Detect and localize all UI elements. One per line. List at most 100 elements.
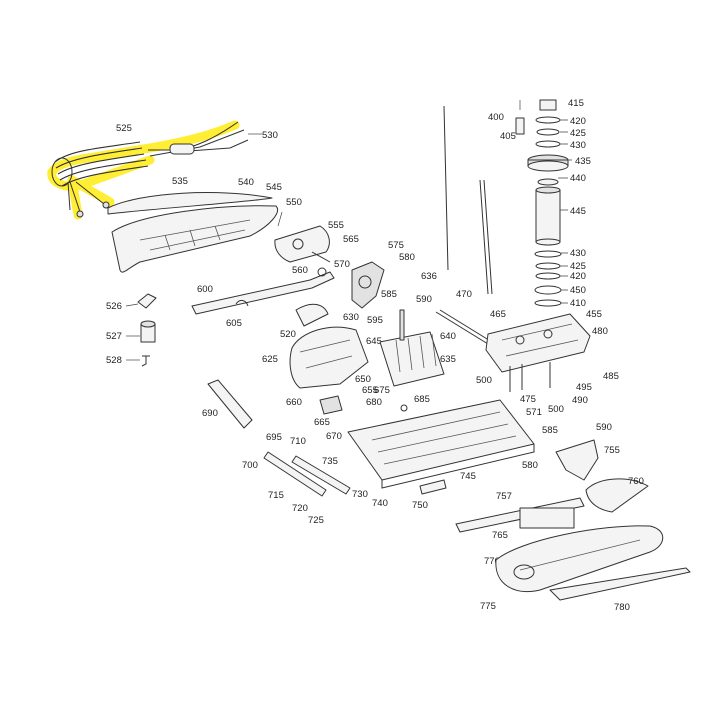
callout-760: 760	[628, 476, 644, 487]
part-420-washer[interactable]	[535, 116, 561, 124]
callout-750: 750	[412, 500, 428, 511]
callout-430: 430	[570, 140, 586, 151]
callout-655: 655	[362, 385, 378, 396]
callout-590: 590	[416, 294, 432, 305]
callout-745: 745	[460, 471, 476, 482]
callout-420: 420	[570, 116, 586, 127]
part-740-base-plate[interactable]	[347, 399, 535, 489]
callout-585b: 585	[542, 425, 558, 436]
callout-528: 528	[106, 355, 122, 366]
part-445-column-tube[interactable]	[535, 186, 561, 246]
callout-425: 425	[570, 128, 586, 139]
part-435-bearing[interactable]	[527, 154, 569, 172]
callout-535: 535	[172, 176, 188, 187]
part-430b-washer[interactable]	[534, 250, 562, 258]
callout-585: 585	[381, 289, 397, 300]
callout-765: 765	[492, 530, 508, 541]
part-775-base-cover[interactable]	[495, 525, 664, 592]
part-580-mount-bracket[interactable]	[555, 439, 599, 481]
part-455-gear-housing[interactable]	[485, 313, 591, 373]
part-545-lower-housing[interactable]	[111, 205, 278, 273]
callout-595: 595	[367, 315, 383, 326]
callout-540: 540	[238, 177, 254, 188]
callout-555: 555	[328, 220, 344, 231]
callout-430b: 430	[570, 248, 586, 259]
part-405-pin[interactable]	[515, 117, 525, 135]
callout-740: 740	[372, 498, 388, 509]
part-635-control-board[interactable]	[379, 309, 445, 387]
callout-636: 636	[421, 271, 437, 282]
callout-780: 780	[614, 602, 630, 613]
callout-420b: 420	[570, 271, 586, 282]
callout-730: 730	[352, 489, 368, 500]
callout-445: 445	[570, 206, 586, 217]
part-660-switch[interactable]	[319, 395, 343, 415]
part-710-link[interactable]	[263, 451, 351, 497]
callout-600: 600	[197, 284, 213, 295]
part-600-steering-rod[interactable]	[191, 267, 335, 315]
callout-605: 605	[226, 318, 242, 329]
part-760-end-cap[interactable]	[585, 478, 649, 513]
callout-415: 415	[568, 98, 584, 109]
part-520-cover[interactable]	[295, 303, 329, 327]
part-526-sleeve[interactable]	[137, 293, 157, 309]
callout-770: 770	[484, 556, 500, 567]
callout-630: 630	[343, 312, 359, 323]
callout-735: 735	[322, 456, 338, 467]
callout-640: 640	[440, 331, 456, 342]
part-575-gear-plate[interactable]	[351, 261, 385, 309]
part-565-pin[interactable]	[311, 251, 331, 263]
callout-465: 465	[490, 309, 506, 320]
callout-545: 545	[266, 182, 282, 193]
callout-405: 405	[500, 131, 516, 142]
callout-635: 635	[440, 354, 456, 365]
callout-775: 775	[480, 601, 496, 612]
part-425-ring[interactable]	[536, 128, 560, 136]
part-625-motor-housing[interactable]	[289, 326, 369, 389]
callout-710: 710	[290, 436, 306, 447]
part-757-rail[interactable]	[455, 497, 585, 533]
callout-715: 715	[268, 490, 284, 501]
part-555-bracket[interactable]	[274, 225, 330, 263]
part-425b-ring[interactable]	[535, 262, 561, 270]
callout-590b: 590	[596, 422, 612, 433]
callout-520: 520	[280, 329, 296, 340]
part-440-collar[interactable]	[537, 178, 559, 186]
callout-700: 700	[242, 460, 258, 471]
part-465-post[interactable]	[479, 179, 493, 295]
part-450-ring[interactable]	[534, 285, 562, 295]
callout-440: 440	[570, 173, 586, 184]
callout-475: 475	[520, 394, 536, 405]
callout-565: 565	[343, 234, 359, 245]
part-750-latch[interactable]	[419, 479, 447, 495]
callout-480: 480	[592, 326, 608, 337]
part-410b-washer[interactable]	[534, 299, 562, 307]
part-415-top-fitting[interactable]	[539, 99, 557, 111]
callout-695: 695	[266, 432, 282, 443]
part-430-washer[interactable]	[535, 140, 561, 148]
callout-670: 670	[326, 431, 342, 442]
part-420b-washer[interactable]	[535, 272, 561, 280]
callout-570: 570	[334, 259, 350, 270]
callout-690: 690	[202, 408, 218, 419]
callout-500b: 500	[548, 404, 564, 415]
part-690-tilt-handle[interactable]	[207, 379, 253, 429]
callout-580b: 580	[522, 460, 538, 471]
part-535-top-cover[interactable]	[107, 192, 273, 215]
part-500-bolts[interactable]	[509, 362, 551, 392]
part-527-cylinder[interactable]	[140, 320, 156, 343]
part-525-coiled-cord[interactable]	[47, 120, 249, 220]
callout-400: 400	[488, 112, 504, 123]
part-470-shaft[interactable]	[435, 309, 493, 345]
part-780-skid-plate[interactable]	[549, 567, 691, 601]
callout-530: 530	[262, 130, 278, 141]
callout-526: 526	[106, 301, 122, 312]
part-528-clip[interactable]	[141, 355, 150, 367]
callout-680: 680	[366, 397, 382, 408]
callout-650: 650	[355, 374, 371, 385]
callout-571: 571	[526, 407, 542, 418]
callout-720: 720	[292, 503, 308, 514]
callout-425b: 425	[570, 261, 586, 272]
callout-470: 470	[456, 289, 472, 300]
